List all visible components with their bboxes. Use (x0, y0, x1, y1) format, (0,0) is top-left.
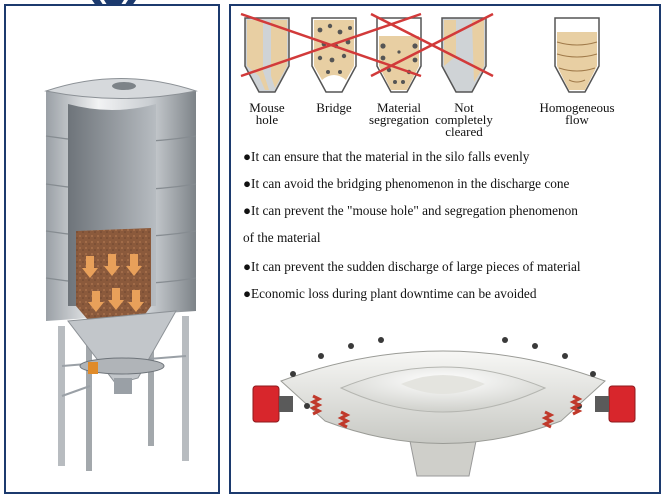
silo-illustration (44, 78, 198, 471)
feature-bullet: ●It can avoid the bridging phenomenon in… (243, 176, 570, 191)
diagram-label: Homogeneous flow (539, 100, 615, 127)
feature-bullet: ●It can ensure that the material in the … (243, 149, 530, 164)
motor-mount-left (279, 396, 293, 412)
vibration-motor-right (608, 385, 636, 423)
feature-bullet-continuation: of the material (243, 230, 321, 245)
silo-hatch (112, 82, 136, 90)
diagram-not-cleared: Not completely cleared (435, 16, 493, 138)
silo-bridge-icon (311, 17, 357, 93)
bin-activator-illustration (252, 337, 636, 477)
diagram-homogeneous-flow: Homogeneous flow (539, 16, 615, 126)
silo-mouse-hole-icon (244, 17, 290, 93)
outlet-pipe (114, 378, 132, 394)
motor-mount-right (595, 396, 609, 412)
hopper-inner-dome (401, 375, 485, 394)
cross-out-marks (240, 12, 494, 78)
silo-homogeneous-icon (554, 17, 600, 93)
diagram-mouse-hole: Mouse hole (239, 16, 295, 126)
feature-bullet: ●It can prevent the "mouse hole" and seg… (243, 203, 578, 218)
vibrator-motor (88, 362, 98, 374)
diagram-label: Mouse hole (249, 100, 285, 127)
activator-ring (79, 357, 165, 375)
feature-bullet: ●Economic loss during plant downtime can… (243, 286, 537, 301)
feature-bullet: ●It can prevent the sudden discharge of … (243, 259, 581, 274)
vibration-motor-left (252, 385, 280, 423)
silo-illustration-panel (4, 4, 220, 494)
isolation-springs (309, 394, 583, 429)
diagram-label: Not completely cleared (435, 100, 493, 139)
diagram-label: Bridge (316, 100, 352, 115)
diagram-bridge: Bridge (306, 16, 362, 114)
diagram-label: Material segregation (369, 100, 429, 127)
features-panel: Mouse hole Bridge Material segregation (229, 4, 661, 494)
